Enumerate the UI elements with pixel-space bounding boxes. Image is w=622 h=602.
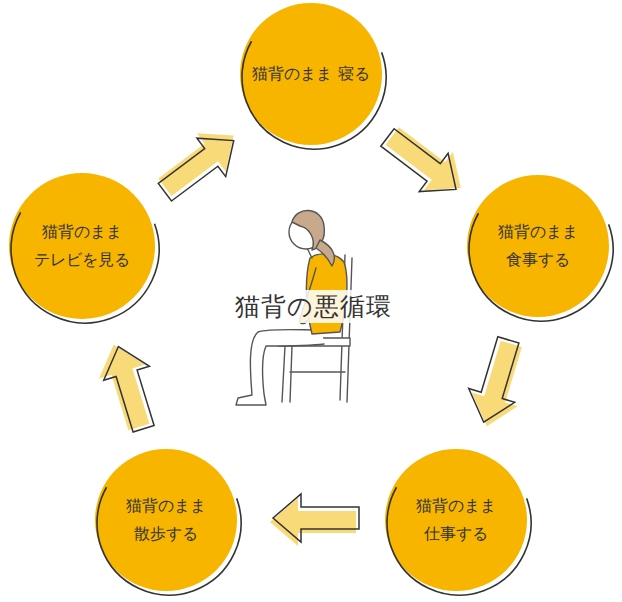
block-arrow	[469, 337, 522, 427]
circle-shape	[384, 448, 532, 596]
arrow-outline	[273, 494, 359, 542]
circle-outline	[0, 154, 180, 344]
circle-label: 猫背のまま 仕事する	[397, 492, 515, 548]
circle-label: 猫背のまま テレビを見る	[23, 218, 141, 274]
arrow-fill	[270, 498, 356, 546]
circle-outline	[77, 431, 262, 602]
circle-fill	[240, 3, 382, 145]
circle-outline	[367, 431, 552, 602]
arrow-fill	[158, 133, 233, 196]
circle-fill	[467, 175, 609, 317]
circle-label: 猫背のまま 食事する	[479, 218, 597, 274]
cycle-circle: 猫背のまま 食事する	[466, 174, 614, 322]
cycle-circle: 猫背のまま 仕事する	[384, 448, 532, 596]
arrow-outline	[469, 337, 519, 423]
circle-label: 猫背のまま 寝る	[252, 60, 370, 88]
arrow-outline	[104, 347, 154, 433]
block-arrow	[99, 345, 154, 432]
circle-fill	[95, 449, 237, 591]
circle-fill	[9, 173, 155, 319]
circle-outline	[449, 157, 622, 342]
circle-outline	[222, 0, 407, 169]
circle-shape	[466, 174, 614, 322]
circle-fill	[385, 449, 527, 591]
cycle-circle: 猫背のまま 寝る	[239, 2, 387, 150]
circle-shape	[8, 172, 160, 324]
block-arrow	[158, 133, 233, 201]
arrow-outline	[381, 129, 456, 192]
circle-shape	[94, 448, 242, 596]
block-arrow	[381, 127, 461, 191]
diagram-title: 猫背の悪循環	[231, 290, 396, 323]
cycle-circle: 猫背のまま 散歩する	[94, 448, 242, 596]
cycle-circle: 猫背のまま テレビを見る	[8, 172, 160, 324]
block-arrow	[270, 494, 359, 546]
circle-label: 猫背のまま 散歩する	[107, 492, 225, 548]
arrow-outline	[158, 138, 233, 201]
